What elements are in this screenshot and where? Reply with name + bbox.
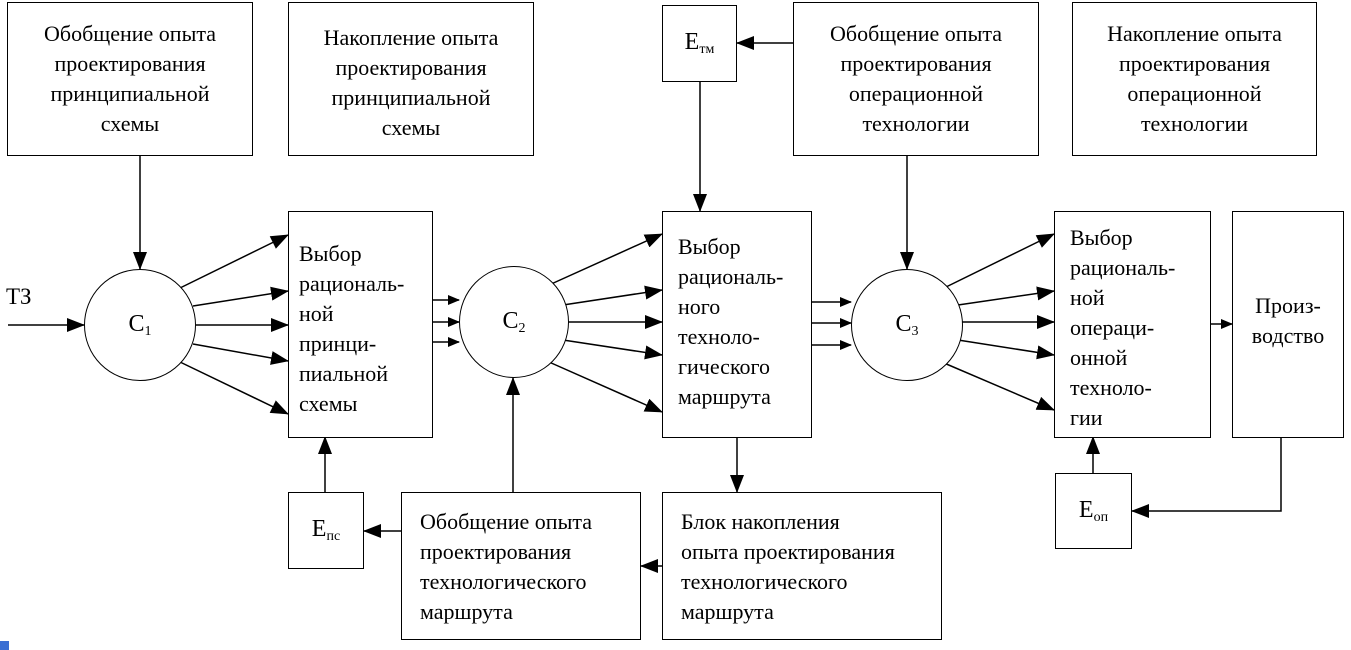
- c3-node: С3: [851, 269, 963, 381]
- e-ps-label: Епс: [311, 516, 341, 544]
- acc-principal-box: Накопление опыта проектирования принципи…: [288, 2, 534, 156]
- acc-route-box: Блок накопления опыта проектирования тех…: [662, 492, 942, 640]
- e-ps-box: Епс: [288, 492, 364, 569]
- corner-app-icon: [0, 641, 9, 650]
- c3-fan-arrow: [943, 362, 1055, 411]
- gen-principal-box: Обобщение опыта проектирования принципиа…: [7, 2, 253, 156]
- c3-label: С3: [895, 310, 919, 339]
- production-to-eop-arrow: [1131, 437, 1282, 518]
- acc-route-label: Блок накопления опыта проектирования тех…: [681, 509, 895, 624]
- choose-operational-label: Выбор рациональ- ной операци- онной техн…: [1070, 225, 1176, 430]
- c1-label: С1: [128, 310, 152, 339]
- c2-fan-arrow: [548, 233, 663, 286]
- choose-operational-box: Выбор рациональ- ной операци- онной техн…: [1054, 211, 1211, 438]
- gen-principal-label: Обобщение опыта проектирования принципиа…: [44, 21, 216, 136]
- acc-operational-label: Накопление опыта проектирования операцио…: [1107, 21, 1282, 136]
- tz-label: ТЗ: [6, 284, 32, 309]
- c1-fan-arrow: [192, 286, 289, 307]
- c3-fan-arrow: [957, 339, 1055, 360]
- choose-route-box: Выбор рациональ- ного техноло- гического…: [662, 211, 812, 438]
- c2-fan-arrow: [562, 339, 663, 360]
- e-op-box: Еоп: [1055, 473, 1132, 549]
- c2-label: С2: [502, 307, 526, 336]
- c2-fan-arrow: [548, 361, 663, 413]
- c1-node: С1: [84, 269, 196, 381]
- e-op-label: Еоп: [1078, 496, 1109, 525]
- acc-principal-label: Накопление опыта проектирования принципи…: [323, 25, 499, 140]
- gen-operational-box: Обобщение опыта проектирования операцион…: [793, 2, 1039, 156]
- c3-fan-arrow: [943, 233, 1055, 289]
- gen-operational-label: Обобщение опыта проектирования операцион…: [830, 21, 1002, 136]
- gen-route-label: Обобщение опыта проектирования технологи…: [420, 509, 592, 624]
- e-tm-box: Етм: [662, 5, 737, 82]
- gen-route-box: Обобщение опыта проектирования технологи…: [401, 492, 641, 640]
- choose-route-label: Выбор рациональ- ного техноло- гического…: [678, 234, 784, 409]
- c2-node: С2: [459, 266, 569, 378]
- acc-operational-box: Накопление опыта проектирования операцио…: [1072, 2, 1317, 156]
- choose-scheme-box: Выбор рациональ- ной принци- пиальной сх…: [288, 211, 433, 438]
- production-box: Произ- водство: [1232, 211, 1344, 438]
- c1-fan-arrow: [179, 234, 289, 289]
- c1-fan-arrow: [192, 343, 289, 365]
- c3-fan-arrow: [957, 286, 1055, 306]
- c2-fan-arrow: [562, 285, 663, 306]
- c1-fan-arrow: [179, 361, 289, 415]
- choose-scheme-label: Выбор рациональ- ной принци- пиальной сх…: [299, 241, 405, 416]
- e-tm-label: Етм: [684, 29, 715, 57]
- production-label: Произ- водство: [1251, 293, 1325, 348]
